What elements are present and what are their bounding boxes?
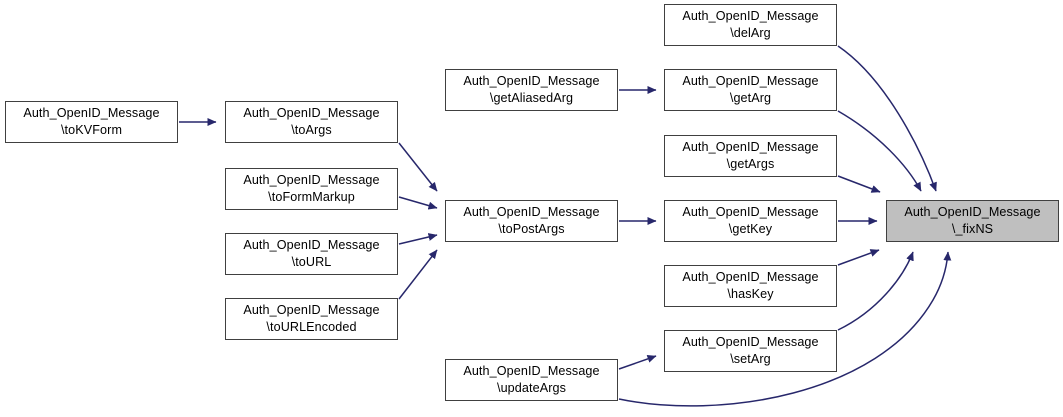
node-tourl[interactable]: Auth_OpenID_Message \toURL — [225, 233, 398, 275]
node-getkey[interactable]: Auth_OpenID_Message \getKey — [664, 200, 837, 242]
edge-updateargs-setarg — [618, 355, 657, 370]
node-toformmarkup[interactable]: Auth_OpenID_Message \toFormMarkup — [225, 168, 398, 210]
node-label-line1: Auth_OpenID_Message — [243, 303, 380, 317]
edge-tourlencoded-topostargs — [398, 249, 438, 300]
edge-toargs-topostargs — [398, 142, 438, 192]
node-label-line1: Auth_OpenID_Message — [463, 364, 600, 378]
node-label-line2: \delArg — [730, 26, 771, 40]
node-label-line1: Auth_OpenID_Message — [243, 106, 380, 120]
node-label-line2: \updateArgs — [496, 381, 566, 395]
node-label-line2: \_fixNS — [951, 222, 994, 236]
edge-getarg-fixns — [837, 110, 922, 192]
node-label-line2: \toPostArgs — [498, 222, 565, 236]
node-label-line2: \getAliasedArg — [489, 91, 574, 105]
edge-tourl-topostargs — [398, 233, 438, 245]
node-label-line2: \toKVForm — [60, 123, 123, 137]
node-label-line1: Auth_OpenID_Message — [682, 270, 819, 284]
node-label-line2: \toURL — [291, 255, 332, 269]
edge-delarg-fixns — [837, 45, 937, 192]
edge-toformmarkup-topostargs — [398, 196, 438, 210]
node-label-line2: \setArg — [730, 352, 771, 366]
node-label-line2: \getKey — [728, 222, 773, 236]
node-tokvform[interactable]: Auth_OpenID_Message \toKVForm — [5, 101, 178, 143]
node-getarg[interactable]: Auth_OpenID_Message \getArg — [664, 69, 837, 111]
node-label-line2: \toFormMarkup — [268, 190, 355, 204]
node-delarg[interactable]: Auth_OpenID_Message \delArg — [664, 4, 837, 46]
node-getargs[interactable]: Auth_OpenID_Message \getArgs — [664, 135, 837, 177]
node-label-line1: Auth_OpenID_Message — [682, 140, 819, 154]
node-label-line1: Auth_OpenID_Message — [463, 74, 600, 88]
node-label-line1: Auth_OpenID_Message — [243, 173, 380, 187]
node-label-line1: Auth_OpenID_Message — [682, 335, 819, 349]
node-label-line1: Auth_OpenID_Message — [23, 106, 160, 120]
node-label-line2: \toURLEncoded — [266, 320, 357, 334]
edge-getargs-fixns — [837, 175, 881, 193]
node-label-line1: Auth_OpenID_Message — [243, 238, 380, 252]
node-label-line1: Auth_OpenID_Message — [904, 205, 1041, 219]
node-label-line1: Auth_OpenID_Message — [682, 74, 819, 88]
node-haskey[interactable]: Auth_OpenID_Message \hasKey — [664, 265, 837, 307]
edge-setarg-fixns — [837, 251, 914, 331]
node-label-line2: \toArgs — [291, 123, 332, 137]
node-topostargs[interactable]: Auth_OpenID_Message \toPostArgs — [445, 200, 618, 242]
node-label-line1: Auth_OpenID_Message — [463, 205, 600, 219]
node-label-line1: Auth_OpenID_Message — [682, 205, 819, 219]
node-setarg[interactable]: Auth_OpenID_Message \setArg — [664, 330, 837, 372]
node-label-line2: \hasKey — [727, 287, 774, 301]
node-label-line1: Auth_OpenID_Message — [682, 9, 819, 23]
node-getaliasedarg[interactable]: Auth_OpenID_Message \getAliasedArg — [445, 69, 618, 111]
node-tourlencoded[interactable]: Auth_OpenID_Message \toURLEncoded — [225, 298, 398, 340]
node-fixns[interactable]: Auth_OpenID_Message \_fixNS — [886, 200, 1059, 242]
node-updateargs[interactable]: Auth_OpenID_Message \updateArgs — [445, 359, 618, 401]
edge-haskey-fixns — [837, 249, 880, 266]
node-label-line2: \getArgs — [726, 157, 775, 171]
node-label-line2: \getArg — [729, 91, 772, 105]
node-toargs[interactable]: Auth_OpenID_Message \toArgs — [225, 101, 398, 143]
